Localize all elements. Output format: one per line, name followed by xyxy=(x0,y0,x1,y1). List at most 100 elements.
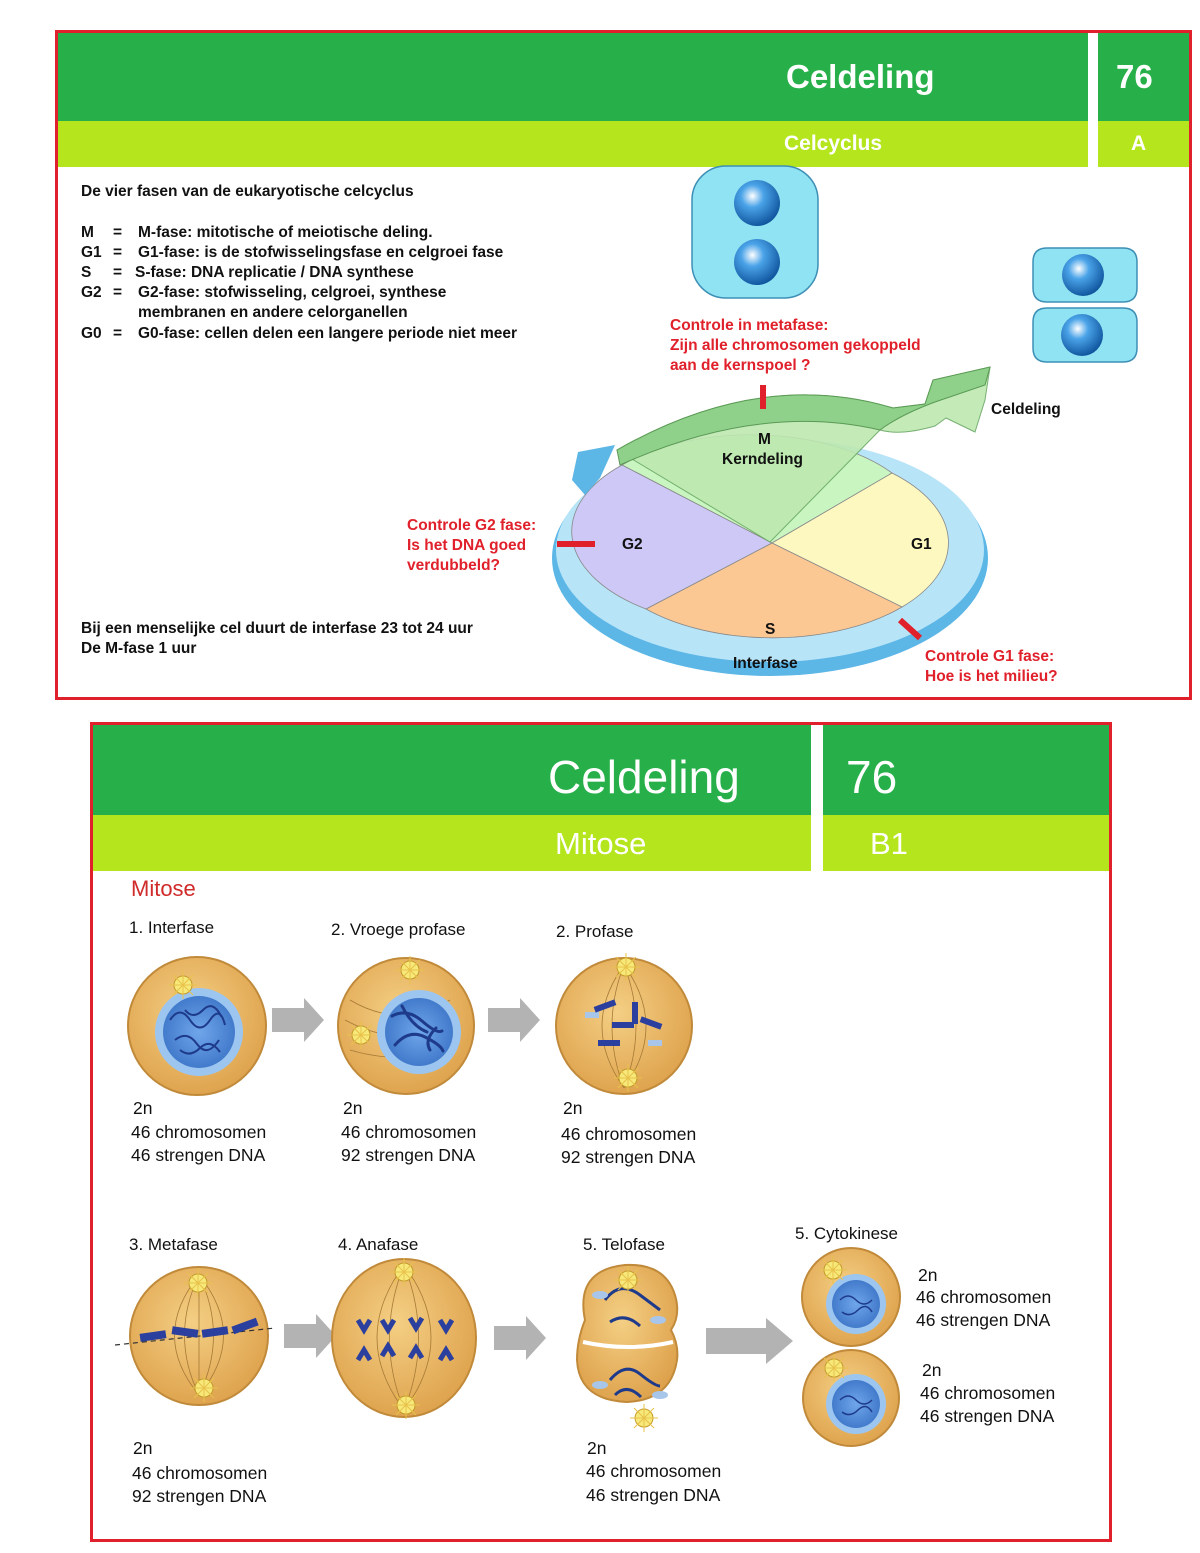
m-phase-arrow xyxy=(616,366,991,543)
stage-ploidy: 2n xyxy=(587,1438,607,1458)
checkpoint-metafase-marker xyxy=(760,385,766,409)
telophase-cell-image xyxy=(575,1263,679,1433)
stage-chromosomes: 46 chromosomen xyxy=(586,1461,722,1481)
phase-eq: = xyxy=(113,244,123,261)
g2-label: G2 xyxy=(622,536,643,553)
stage-ploidy: 2n xyxy=(133,1438,153,1458)
header-separator xyxy=(811,725,823,871)
intro-heading: De vier fasen van de eukaryotische celcy… xyxy=(81,183,414,200)
page-title: Celdeling xyxy=(548,751,740,803)
sector-s xyxy=(645,542,903,639)
g1-label: G1 xyxy=(911,536,932,553)
page-subtitle: Celcyclus xyxy=(784,132,883,155)
title-bar xyxy=(58,33,1189,121)
section-heading: Mitose xyxy=(131,876,196,901)
subtitle-bar xyxy=(58,121,1189,167)
stage-dna: 46 strengen DNA xyxy=(131,1145,266,1165)
phase-eq: = xyxy=(113,224,123,241)
daughter-dna: 46 strengen DNA xyxy=(916,1310,1051,1330)
page-code: A xyxy=(1131,132,1147,155)
phase-text: membranen en andere celorganellen xyxy=(138,304,408,321)
checkpoint-g1-marker xyxy=(897,617,923,641)
stage-ploidy: 2n xyxy=(343,1098,363,1118)
check-g1-line: Controle G1 fase: xyxy=(925,648,1055,665)
check-g2-line: verdubbeld? xyxy=(407,557,501,574)
daughter-chromosomes: 46 chromosomen xyxy=(920,1383,1056,1403)
stage-ploidy: 2n xyxy=(133,1098,153,1118)
arrow-icon xyxy=(706,1318,793,1364)
sector-g1 xyxy=(771,472,949,608)
daughter-cell-image xyxy=(802,1349,900,1447)
stage-label: 2. Vroege profase xyxy=(331,920,466,939)
check-metafase-line: Zijn alle chromosomen gekoppeld xyxy=(670,337,921,354)
phase-text: G2-fase: stofwisseling, celgroei, synthe… xyxy=(138,284,447,301)
page-number: 76 xyxy=(846,751,898,803)
footer-line-2: De M-fase 1 uur xyxy=(81,640,197,657)
header-separator xyxy=(1088,33,1098,167)
daughter-chromosomes: 46 chromosomen xyxy=(916,1287,1052,1307)
page-subtitle: Mitose xyxy=(555,826,647,861)
check-g2-line: Is het DNA goed xyxy=(407,537,527,554)
phase-eq: = xyxy=(113,325,123,342)
prophase-cell-image xyxy=(555,952,693,1095)
stage-label: 2. Profase xyxy=(556,922,634,941)
phase-key: G1 xyxy=(81,244,102,261)
m-label: M xyxy=(758,431,771,448)
phase-text: G0-fase: cellen delen een langere period… xyxy=(138,325,518,342)
stage-label: 5. Telofase xyxy=(583,1235,665,1254)
check-metafase-line: Controle in metafase: xyxy=(670,317,829,334)
m-sublabel: Kerndeling xyxy=(722,451,803,468)
arrow-icon xyxy=(494,1316,546,1360)
arrow-icon xyxy=(272,998,324,1042)
daughter-ploidy: 2n xyxy=(918,1265,938,1285)
phase-key: S xyxy=(81,264,92,281)
stage-chromosomes: 46 chromosomen xyxy=(561,1124,697,1144)
dividing-cell-icon xyxy=(691,165,819,299)
stage-label: 3. Metafase xyxy=(129,1235,218,1254)
footer-line-1: Bij een menselijke cel duurt de interfas… xyxy=(81,620,473,637)
daughter-cell-image xyxy=(801,1247,901,1347)
page-title: Celdeling xyxy=(786,58,935,95)
stage-label: 1. Interfase xyxy=(129,918,215,937)
stage-dna: 92 strengen DNA xyxy=(132,1486,267,1506)
stage-chromosomes: 46 chromosomen xyxy=(131,1122,267,1142)
metaphase-cell-image xyxy=(114,1266,276,1406)
celdeling-label: Celdeling xyxy=(991,401,1061,418)
subtitle-bar xyxy=(93,815,1109,871)
slide-mitose: Celdeling 76 Mitose B1 xyxy=(90,722,1112,1542)
stage-dna: 92 strengen DNA xyxy=(341,1145,476,1165)
sector-g2 xyxy=(571,464,773,610)
title-bar xyxy=(93,725,1109,815)
stage-label: 4. Anafase xyxy=(338,1235,419,1254)
phase-eq: = xyxy=(113,284,123,301)
phase-key: G0 xyxy=(81,325,102,342)
check-g2-line: Controle G2 fase: xyxy=(407,517,537,534)
stage-label: 5. Cytokinese xyxy=(795,1224,898,1243)
cycle-arrowhead xyxy=(572,445,615,495)
cell-cycle-diagram xyxy=(552,165,1138,676)
stage-dna: 92 strengen DNA xyxy=(561,1147,696,1167)
stage-chromosomes: 46 chromosomen xyxy=(132,1463,268,1483)
arrow-icon xyxy=(488,998,540,1042)
daughter-dna: 46 strengen DNA xyxy=(920,1406,1055,1426)
daughter-ploidy: 2n xyxy=(922,1360,942,1380)
phase-text: S-fase: DNA replicatie / DNA synthese xyxy=(135,264,414,281)
checkpoint-g2-marker xyxy=(557,541,595,547)
interfase-cell-image xyxy=(127,956,267,1096)
check-g1-line: Hoe is het milieu? xyxy=(925,668,1058,685)
phase-eq: = xyxy=(113,264,123,281)
arrow-icon xyxy=(284,1314,336,1358)
interfase-label: Interfase xyxy=(733,655,798,672)
check-metafase-line: aan de kernspoel ? xyxy=(670,357,811,374)
early-prophase-cell-image xyxy=(337,955,475,1095)
anaphase-cell-image xyxy=(331,1257,477,1420)
stage-dna: 46 strengen DNA xyxy=(586,1485,721,1505)
stage-ploidy: 2n xyxy=(563,1098,583,1118)
phase-key: G2 xyxy=(81,284,102,301)
daughter-cells-icon xyxy=(1032,247,1138,363)
phase-text: G1-fase: is de stofwisselingsfase en cel… xyxy=(138,244,504,261)
phase-text: M-fase: mitotische of meiotische deling. xyxy=(138,224,433,241)
page-code: B1 xyxy=(870,826,908,861)
stage-chromosomes: 46 chromosomen xyxy=(341,1122,477,1142)
